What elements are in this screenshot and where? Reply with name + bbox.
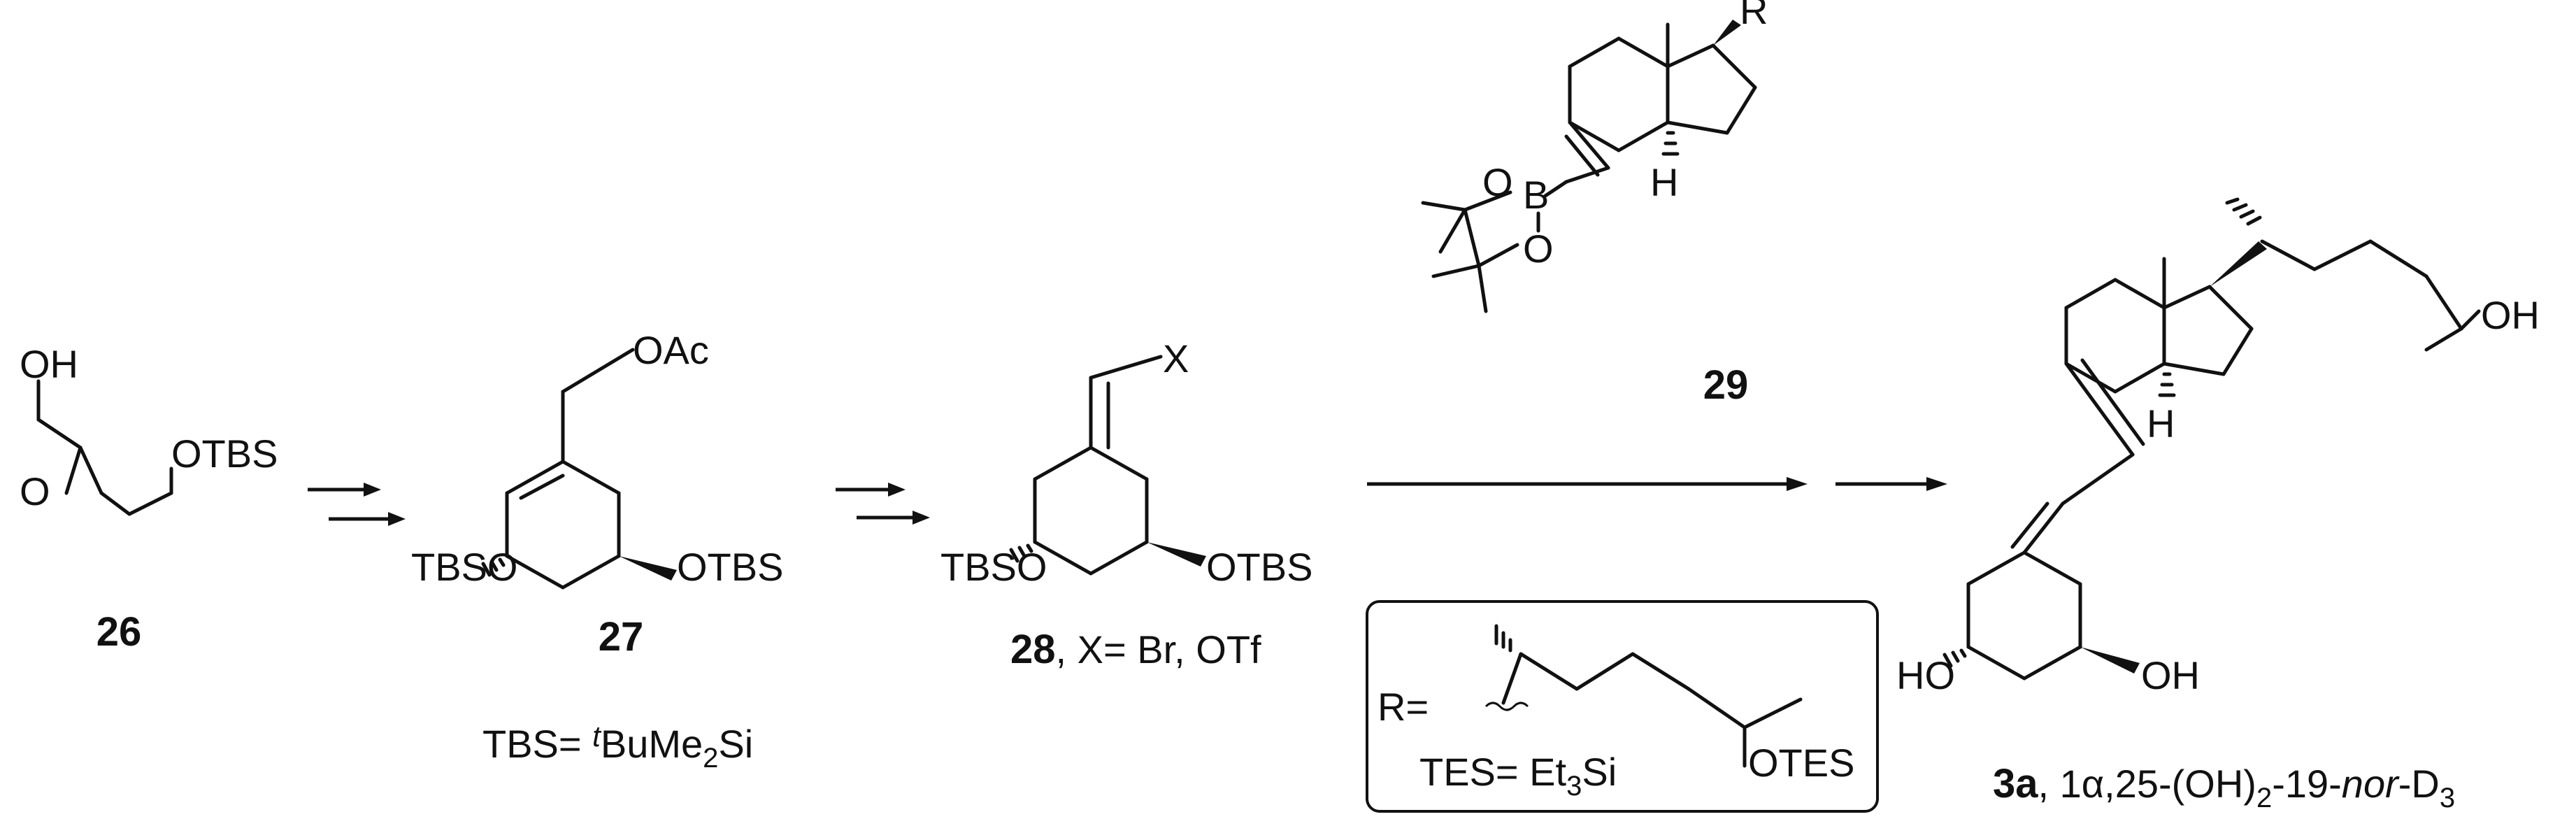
compound-28-caption: 28, X= Br, OTf — [1010, 627, 1261, 672]
compound-29-h-label: H — [1650, 160, 1678, 204]
compound-26-oh-label: OH — [20, 342, 78, 386]
compound-29-b-label: B — [1523, 173, 1549, 217]
r-group-box: R= OTES TES= Et3Si — [1366, 600, 1879, 813]
compound-28-bonds — [1033, 355, 1163, 576]
compound-3a-oh-wedge — [2080, 647, 2140, 674]
compound-29-bonds — [1421, 22, 1757, 313]
compound-3a-h-label: H — [2147, 401, 2175, 446]
compound-29: R H B O O 29 — [1421, 0, 1768, 408]
compound-26-epoxide-o-label: O — [20, 469, 50, 513]
compound-3a-ring-oh-label: OH — [2141, 653, 2200, 697]
compound-29-r-wedge — [1713, 20, 1741, 45]
compound-27-number: 27 — [599, 614, 644, 660]
compound-27-bonds — [505, 348, 635, 590]
reaction-arrow-final — [1836, 477, 1947, 491]
compound-3a-caption: 3a, 1α,25-(OH)2-19-nor-D3 — [1993, 761, 2455, 813]
compound-26: OH O OTBS 26 — [20, 342, 278, 655]
compound-3a-side-chain-wedge — [2210, 241, 2267, 287]
compound-29-number: 29 — [1703, 362, 1749, 408]
r-group-hash — [1494, 624, 1512, 653]
compound-26-otbs-label: OTBS — [171, 432, 278, 476]
arrows-27-to-28 — [836, 483, 930, 525]
r-group-otes-label: OTES — [1748, 741, 1854, 785]
compound-28-wedge — [1147, 542, 1206, 567]
compound-27-wedge — [619, 556, 677, 581]
compound-3a-methyl-hash — [2225, 197, 2262, 226]
compound-29-r-label: R — [1740, 0, 1768, 32]
attachment-wavy-bond-icon — [1484, 702, 1529, 711]
compound-27-hash — [481, 557, 506, 577]
compound-3a-h-hash — [2158, 372, 2176, 397]
compound-3a: OH H HO OH 3a, 1α,25-(OH)2-19-nor-D3 — [1896, 197, 2540, 813]
compound-3a-side-oh-label: OH — [2481, 293, 2540, 337]
compound-28-otbs-label: OTBS — [1206, 545, 1312, 589]
tbs-definition: TBS= tBuMe2Si — [482, 720, 753, 774]
compound-3a-ho-label: HO — [1896, 653, 1955, 697]
compound-28: X TBSO OTBS 28, X= Br, OTf — [940, 336, 1312, 672]
compound-29-o1-label: O — [1482, 160, 1513, 204]
compound-27-oac-label: OAc — [633, 328, 709, 372]
reaction-arrow-main — [1367, 477, 1808, 491]
compound-26-number: 26 — [96, 609, 142, 655]
tes-definition: TES= Et3Si — [1419, 750, 1617, 802]
compound-28-x-label: X — [1163, 336, 1189, 380]
arrows-26-to-27 — [308, 483, 406, 526]
compound-29-h-hash — [1661, 131, 1680, 156]
r-group-bonds — [1519, 652, 1803, 768]
compound-26-bonds — [36, 379, 173, 516]
compound-27: OAc TBSO OTBS 27 TBS= tBuMe2Si — [411, 328, 783, 774]
compound-27-tbso-label: TBSO — [411, 545, 517, 589]
r-group-label: R= — [1378, 685, 1429, 729]
compound-3a-bonds — [1966, 239, 2481, 681]
compound-27-otbs-label: OTBS — [677, 545, 783, 589]
compound-28-tbso-label: TBSO — [940, 545, 1047, 589]
compound-28-hash — [1009, 543, 1033, 563]
compound-29-o2-label: O — [1523, 227, 1554, 271]
compound-3a-ho-hash — [1942, 648, 1967, 668]
